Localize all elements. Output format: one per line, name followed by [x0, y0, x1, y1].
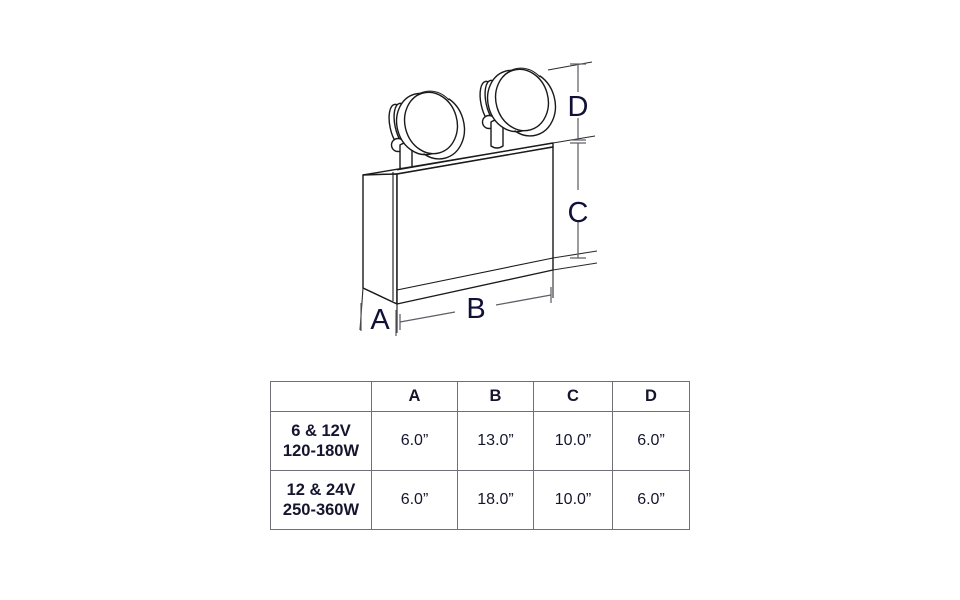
table-row: 6 & 12V 120-180W 6.0” 13.0” 10.0” 6.0” — [270, 411, 690, 471]
row-label-1-line1: 6 & 12V — [291, 422, 351, 440]
table-header-d: D — [612, 381, 690, 412]
row-2-value-c: 10.0” — [533, 470, 613, 530]
row-label-1: 6 & 12V 120-180W — [270, 411, 372, 471]
row-label-2: 12 & 24V 250-360W — [270, 470, 372, 530]
lamp-head-right — [479, 67, 557, 149]
dimension-C: C — [552, 142, 598, 271]
row-1-value-c: 10.0” — [533, 411, 613, 471]
row-label-1-line2: 120-180W — [282, 442, 360, 460]
table-header-b: B — [457, 381, 534, 412]
dimension-D: D — [547, 61, 596, 144]
row-1-value-b: 13.0” — [457, 411, 534, 471]
dimension-label-D: D — [568, 91, 589, 123]
row-label-2-line2: 250-360W — [282, 501, 360, 519]
lamp-head-left — [388, 90, 466, 171]
row-1-value-d: 6.0” — [612, 411, 690, 471]
dimension-label-C: C — [568, 197, 589, 229]
row-2-value-b: 18.0” — [457, 470, 534, 530]
dimension-label-A: A — [370, 304, 390, 336]
row-2-value-d: 6.0” — [612, 470, 690, 530]
table-header-a: A — [371, 381, 458, 412]
row-2-value-a: 6.0” — [371, 470, 458, 530]
table-header-row: A B C D — [270, 381, 690, 412]
table-header-c: C — [533, 381, 613, 412]
row-label-2-line1: 12 & 24V — [286, 481, 356, 499]
row-1-value-a: 6.0” — [371, 411, 458, 471]
specification-table: A B C D 6 & 12V 120-180W 6.0” 13.0” 10.0… — [270, 381, 690, 530]
dimension-label-B: B — [466, 293, 485, 325]
table-header-blank — [270, 381, 372, 412]
fixture-housing — [362, 142, 554, 305]
dimension-A: A — [359, 287, 398, 336]
table-row: 12 & 24V 250-360W 6.0” 18.0” 10.0” 6.0” — [270, 470, 690, 530]
